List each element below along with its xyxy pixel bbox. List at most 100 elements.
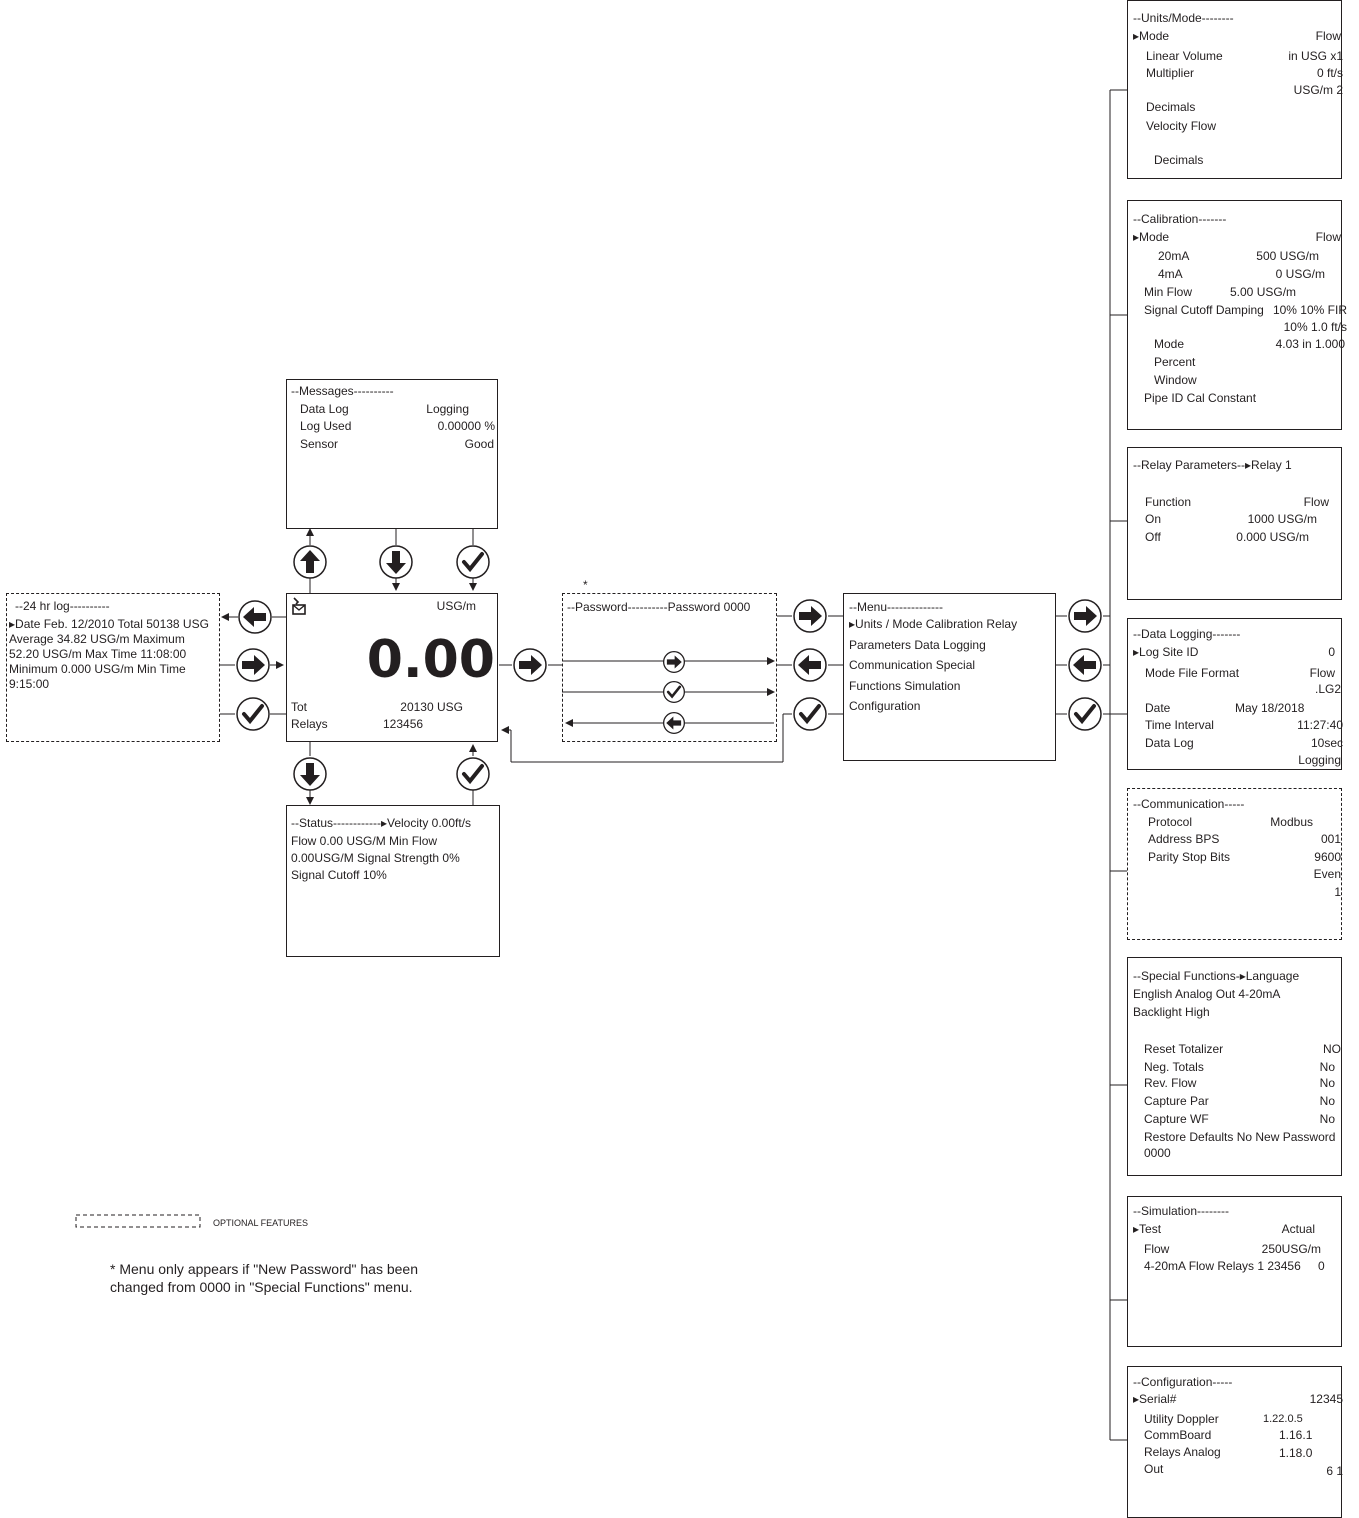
up-arrow-icon[interactable] — [293, 545, 327, 579]
data-logging-panel: --Data Logging------- ▸Log Site ID 0 Mod… — [1127, 618, 1343, 770]
status-panel: --Status------------▸Velocity 0.00ft/s F… — [286, 805, 500, 957]
config-comm-label: CommBoard — [1144, 1428, 1212, 1442]
datalog-mff-label: Mode File Format — [1145, 666, 1240, 680]
flow-value: 0.00 — [366, 630, 495, 690]
calibration-mode-value: Flow — [1315, 230, 1341, 244]
relay-row-label: On — [1145, 512, 1162, 526]
menu-line[interactable]: Configuration — [849, 699, 921, 713]
left-arrow-icon[interactable] — [663, 712, 685, 734]
units-value: USG/m 2 — [1293, 83, 1343, 97]
password-panel: --Password----------Password 0000 — [562, 593, 777, 742]
datalog-ti-value: 11:27:40 — [1297, 718, 1343, 732]
calibration-pipe: Pipe ID Cal Constant — [1144, 391, 1257, 405]
tot-value: 20130 USG — [400, 700, 463, 714]
menu-panel: --Menu-------------- ▸Units / Mode Calib… — [843, 593, 1056, 761]
relays-label: Relays — [291, 717, 328, 731]
down-arrow-icon[interactable] — [379, 545, 413, 579]
check-icon[interactable] — [793, 697, 827, 731]
calibration-panel: --Calibration------- ▸Mode Flow 20mA 500… — [1127, 200, 1347, 430]
special-functions-panel: --Special Functions-▸Language English An… — [1127, 957, 1342, 1176]
special-row-label: Reset Totalizer — [1144, 1042, 1224, 1056]
datalog-dl-label: Data Log — [1145, 736, 1194, 750]
datalog-mff-value: Flow — [1309, 666, 1335, 680]
check-icon[interactable] — [456, 545, 490, 579]
legend-optional: OPTIONAL FEATURES — [213, 1218, 309, 1228]
calibration-minflow-label: Min Flow — [1144, 285, 1193, 299]
simulation-flow-label: Flow — [1144, 1242, 1170, 1256]
right-arrow-icon[interactable] — [793, 599, 827, 633]
special-row-value: No — [1319, 1060, 1335, 1074]
special-row-value: NO — [1323, 1042, 1341, 1056]
configuration-panel: --Configuration----- ▸Serial# 12345 Util… — [1127, 1366, 1343, 1518]
units-line: Linear Volume — [1146, 49, 1223, 63]
calibration-extra: 10% 1.0 ft/s — [1283, 320, 1347, 334]
down-arrow-icon[interactable] — [293, 757, 327, 791]
password-title: --Password----------Password 0000 — [567, 600, 751, 614]
calibration-20ma-value: 500 USG/m — [1256, 249, 1319, 263]
calibration-signal-label: Signal Cutoff Damping — [1144, 303, 1264, 317]
left-arrow-icon[interactable] — [238, 600, 272, 634]
comm-parity-value: 9600 — [1314, 850, 1341, 864]
comm-protocol-value: Modbus — [1270, 815, 1313, 829]
note-line-1: * Menu only appears if "New Password" ha… — [110, 1261, 418, 1277]
config-out-value: 6 1 — [1326, 1464, 1343, 1478]
menu-line[interactable]: ▸Units / Mode Calibration Relay — [849, 617, 1018, 631]
legend-dashed-sample — [75, 1214, 201, 1228]
config-serial-value: 12345 — [1309, 1392, 1343, 1406]
check-icon[interactable] — [1068, 697, 1102, 731]
calibration-4ma-value: 0 USG/m — [1275, 267, 1325, 281]
check-icon[interactable] — [663, 681, 685, 703]
check-icon[interactable] — [456, 757, 490, 791]
calibration-20ma-label: 20mA — [1158, 249, 1190, 263]
messages-row-label: Log Used — [300, 419, 352, 433]
special-row-value: No — [1319, 1076, 1335, 1090]
units-line: Decimals — [1146, 100, 1196, 114]
calibration-mode-label: ▸Mode — [1133, 230, 1170, 244]
flow-unit: USG/m — [436, 599, 476, 613]
simulation-test-label: ▸Test — [1133, 1222, 1162, 1236]
datalog-ext: .LG2 — [1314, 682, 1341, 696]
left-arrow-icon[interactable] — [1068, 648, 1102, 682]
units-line: Multiplier — [1146, 66, 1195, 80]
right-arrow-icon[interactable] — [513, 648, 547, 682]
comm-even: Even — [1313, 867, 1341, 881]
config-title: --Configuration----- — [1133, 1375, 1233, 1389]
datalog-site-value: 0 — [1328, 645, 1335, 659]
simulation-title: --Simulation-------- — [1133, 1204, 1229, 1218]
messages-panel: --Messages---------- Data Log Logging Lo… — [286, 379, 498, 529]
datalog-date-label: Date — [1145, 701, 1171, 715]
simulation-test-value: Actual — [1281, 1222, 1315, 1236]
special-restore2: 0000 — [1144, 1146, 1171, 1160]
right-arrow-icon[interactable] — [1068, 599, 1102, 633]
menu-line[interactable]: Parameters Data Logging — [849, 638, 986, 652]
datalog-title: --Data Logging------- — [1133, 627, 1241, 641]
units-mode-value: Flow — [1315, 29, 1341, 43]
calibration-mode2-value: 4.03 in 1.000 — [1275, 337, 1345, 351]
calibration-percent: Percent — [1154, 355, 1196, 369]
menu-line[interactable]: Communication Special — [849, 658, 976, 672]
config-utility-label: Utility Doppler — [1144, 1412, 1219, 1426]
comm-one: 1 — [1334, 885, 1341, 899]
status-line: Signal Cutoff 10% — [291, 868, 387, 882]
relay-row-value: 1000 USG/m — [1247, 512, 1317, 526]
right-arrow-icon[interactable] — [236, 648, 270, 682]
comm-protocol-label: Protocol — [1148, 815, 1193, 829]
log24-line: Minimum 0.000 USG/m Min Time — [9, 662, 186, 676]
tot-label: Tot — [291, 700, 308, 714]
config-utility-value: 1.22.0.5 — [1263, 1413, 1303, 1425]
status-line: Flow 0.00 USG/M Min Flow — [291, 834, 438, 848]
config-serial-label: ▸Serial# — [1133, 1392, 1177, 1406]
logger-icon — [292, 597, 306, 615]
messages-row-label: Sensor — [300, 437, 339, 451]
log24-line: Average 34.82 USG/m Maximum — [9, 632, 185, 646]
left-arrow-icon[interactable] — [793, 648, 827, 682]
right-arrow-icon[interactable] — [663, 651, 685, 673]
communication-panel: --Communication----- Protocol Modbus Add… — [1127, 788, 1342, 940]
calibration-mode2-label: Mode — [1154, 337, 1185, 351]
check-icon[interactable] — [236, 697, 270, 731]
datalog-site-label: ▸Log Site ID — [1133, 645, 1199, 659]
menu-line[interactable]: Functions Simulation — [849, 679, 961, 693]
messages-title: --Messages---------- — [291, 384, 394, 398]
relay-row-label: Function — [1145, 495, 1192, 509]
units-value: 0 ft/s — [1316, 66, 1343, 80]
